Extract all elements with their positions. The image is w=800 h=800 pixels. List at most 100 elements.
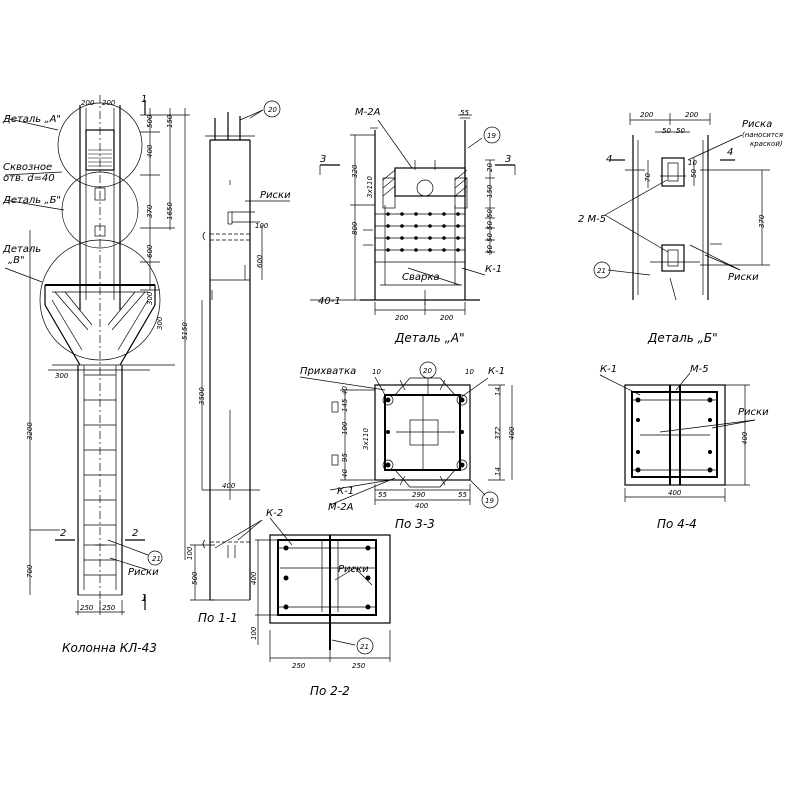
dim-50-c: 50	[486, 233, 494, 242]
dim-100-2-2: 100	[250, 626, 258, 640]
title-detail-a: Деталь „А"	[394, 331, 465, 345]
dim-10-a-3-3: 10	[372, 368, 381, 376]
callout-detail-b: Деталь „Б"	[2, 195, 61, 206]
dim-400-v-4-4: 400	[741, 431, 749, 445]
dim-14-a-3-3: 14	[494, 387, 502, 396]
dim-200-b-a: 200	[440, 314, 454, 322]
riski-2-2: Риски	[338, 564, 369, 575]
detail-a-view: М-2А 55 19 3 3 20 320 3x110 150 800 50 5…	[310, 107, 516, 345]
dim-3x110-3-3: 3x110	[362, 427, 370, 450]
riski-side: Риски	[260, 190, 291, 201]
welding-label: Сварка	[402, 272, 440, 283]
dim-14-b-3-3: 14	[494, 467, 502, 476]
dim-370: 370	[146, 204, 154, 218]
dim-200-a-b: 200	[640, 111, 654, 119]
dim-300-h: 300	[55, 372, 69, 380]
cut-2-right: 2	[132, 528, 138, 539]
dim-50-d: 50	[486, 245, 494, 254]
cut-4-left: 4	[606, 154, 612, 165]
callout-detail-v-2: „В"	[8, 255, 25, 266]
dim-250-b-2-2: 250	[352, 662, 366, 670]
dim-400-v-3-3: 400	[508, 426, 516, 440]
dim-5150: 5150	[181, 322, 189, 340]
dim-10-b-3-3: 10	[465, 368, 474, 376]
title-column: Колонна КЛ-43	[62, 641, 157, 655]
title-section-3-3: По 3-3	[395, 517, 435, 531]
dim-800-a: 800	[351, 221, 359, 235]
through-hole-label-2: отв. d=40	[3, 173, 55, 184]
title-section-2-2: По 2-2	[310, 684, 350, 698]
dim-70-b: 70	[644, 173, 652, 182]
dim-400-side: 400	[222, 482, 236, 490]
pos-21-a: 21	[152, 555, 161, 563]
pos-19-bubble-b	[481, 491, 499, 509]
dim-40b-3-3: 40	[341, 469, 349, 478]
pos-19-a: 19	[487, 132, 496, 140]
k1-label-3-3-b: К-1	[337, 486, 354, 497]
dim-372-3-3: 372	[494, 426, 502, 440]
pos-19-bubble-a	[483, 126, 501, 144]
dim-250-a-2-2: 250	[292, 662, 306, 670]
pos-21-b: 21	[360, 643, 369, 651]
dim-400: 400	[146, 144, 154, 158]
dim-50-c-b: 50	[690, 169, 698, 178]
dim-300-v: 300	[146, 291, 154, 305]
pos-20-side: 20	[268, 106, 277, 114]
dim-50-b-b: 50	[676, 127, 685, 135]
callout-detail-v-1: Деталь	[2, 244, 41, 255]
m2a-label-a: М-2А	[355, 107, 381, 118]
riska-label-3: краской)	[750, 140, 783, 148]
dim-95-3-3: 95	[341, 453, 349, 462]
dim-320-a: 320	[351, 164, 359, 178]
pos-21-c: 21	[597, 267, 606, 275]
dim-700: 700	[26, 564, 34, 578]
pos-21-bubble-b	[356, 637, 374, 655]
dim-50-b: 50	[486, 221, 494, 230]
dim-200-b: 200	[102, 99, 116, 107]
dim-100b-side: 100	[186, 546, 194, 560]
dim-10-b: 10	[688, 159, 697, 167]
title-section-4-4: По 4-4	[657, 517, 697, 531]
dim-200-a: 200	[81, 99, 95, 107]
cut-3-right: 3	[505, 154, 511, 165]
title-detail-b: Деталь „Б"	[647, 331, 718, 345]
riska-label-1: Риска	[742, 119, 772, 130]
section-3-3-view: Прихватка 10 20 10 К-1 40 145 100 3x110 …	[299, 361, 516, 531]
dim-3x110-a: 3x110	[366, 175, 374, 198]
dim-500: 500	[146, 114, 154, 128]
k1-label-4-4: К-1	[600, 364, 617, 375]
detail-b-view: 200 200 50 50 Риска (наносится краской) …	[578, 111, 783, 345]
dim-400-h-4-4: 400	[668, 489, 682, 497]
dim-55-a-3-3: 55	[378, 491, 387, 499]
cut-1-top: 1	[141, 94, 147, 105]
dim-150: 150	[166, 114, 174, 128]
section-1-1-view: 20 Риски 100 600 3500 400 100 500 По 1-1	[186, 100, 291, 625]
m2a-label-3-3: М-2А	[328, 502, 354, 513]
plate-40-label: 40-1	[318, 296, 341, 307]
dim-290-3-3: 290	[412, 491, 426, 499]
dim-250-a: 250	[80, 604, 94, 612]
riska-label-2: (наносится	[742, 131, 783, 139]
dim-50-a: 50	[486, 209, 494, 218]
section-4-4-view: К-1 М-5 Риски 400 400 По 4-4	[599, 364, 769, 531]
pos-21-bubble-a	[147, 550, 163, 566]
dim-40-3-3: 40	[341, 386, 349, 395]
dim-20-a: 20	[486, 163, 494, 172]
cut-3-left: 3	[320, 154, 326, 165]
cut-2-left: 2	[60, 528, 66, 539]
dim-3500-side: 3500	[198, 387, 206, 405]
callout-detail-a: Деталь „А"	[2, 114, 61, 125]
dim-55-b-3-3: 55	[458, 491, 467, 499]
pos-19-b: 19	[485, 497, 494, 505]
cut-1-bottom: 1	[141, 593, 147, 604]
dim-145-3-3: 145	[341, 398, 349, 412]
k1-label-a: К-1	[485, 264, 502, 275]
title-section-1-1: По 1-1	[198, 611, 238, 625]
dim-250-b: 250	[102, 604, 116, 612]
through-hole-label-1: Сквозное	[3, 162, 52, 173]
pos-20-bubble-side	[263, 100, 281, 118]
k2-label: К-2	[266, 508, 283, 519]
dim-600-side: 600	[256, 254, 264, 268]
dim-300-v2: 300	[156, 316, 164, 330]
